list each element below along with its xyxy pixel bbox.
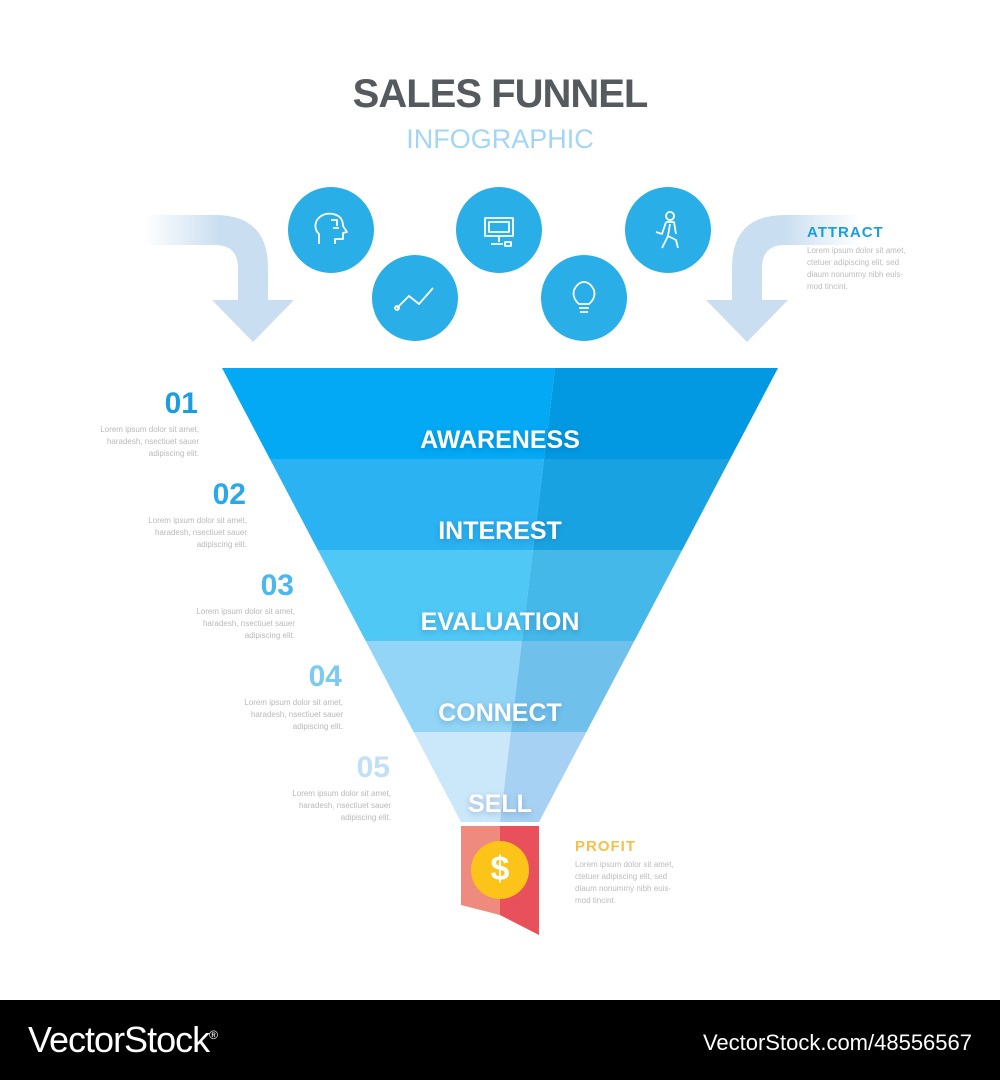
- funnel-stage-2-left: [269, 459, 544, 550]
- stage-description: Lorem ipsum dolor sit amet,haradesh, nse…: [100, 425, 199, 458]
- funnel-stage-5-right: [500, 732, 587, 822]
- right-arrow-icon: [706, 215, 860, 342]
- attract-text: Lorem ipsum dolor sit amet,ctetuer adipi…: [807, 246, 906, 291]
- funnel-stage-3-left: [317, 550, 533, 641]
- left-arrow-icon: [145, 215, 294, 342]
- stage-number: 05: [356, 751, 390, 784]
- funnel-stage-4-left: [365, 641, 522, 732]
- footer-bar: [0, 1000, 1000, 1080]
- stage-label: CONNECT: [438, 699, 562, 727]
- funnel-stage-5-left: [413, 732, 511, 822]
- stage-description: Lorem ipsum dolor sit amet,haradesh, nse…: [196, 607, 295, 640]
- funnel-graphic: [145, 187, 860, 935]
- funnel-stage-2-right: [532, 459, 731, 550]
- stage-number: 03: [260, 569, 294, 602]
- profit-text: Lorem ipsum dolor sit amet,ctetuer adipi…: [575, 860, 674, 905]
- funnel-stage-3-right: [521, 550, 683, 641]
- footer-brand: VectorStock®: [28, 1019, 218, 1060]
- profit-tag: [461, 826, 539, 935]
- line-chart-icon: [372, 255, 458, 341]
- head-gears-icon: [288, 187, 374, 273]
- funnel-stage-1-left: [222, 368, 555, 459]
- monitor-icon: [456, 187, 542, 273]
- stage-number: 04: [308, 660, 342, 693]
- funnel-stage-4-right: [510, 641, 635, 732]
- attract-heading: ATTRACT: [807, 224, 884, 241]
- page-subtitle: INFOGRAPHIC: [406, 124, 594, 154]
- dollar-symbol: $: [490, 850, 510, 888]
- stage-label: EVALUATION: [420, 608, 580, 636]
- profit-heading: PROFIT: [575, 838, 636, 855]
- stage-description: Lorem ipsum dolor sit amet,haradesh, nse…: [244, 698, 343, 731]
- stage-label: AWARENESS: [420, 426, 580, 454]
- stage-label: SELL: [468, 790, 532, 818]
- dollar-coin-icon: [471, 841, 529, 899]
- stage-number: 02: [212, 478, 246, 511]
- footer-stock-id: VectorStock.com/48556567: [702, 1030, 972, 1055]
- walking-person-icon: [625, 187, 711, 273]
- funnel-stage-1-right: [543, 368, 778, 459]
- stage-description: Lorem ipsum dolor sit amet,haradesh, nse…: [148, 516, 247, 549]
- page-title: SALES FUNNEL: [352, 72, 649, 116]
- lightbulb-icon: [541, 255, 627, 341]
- stage-label: INTEREST: [438, 517, 562, 545]
- stage-number: 01: [164, 387, 198, 420]
- stage-description: Lorem ipsum dolor sit amet,haradesh, nse…: [292, 789, 391, 822]
